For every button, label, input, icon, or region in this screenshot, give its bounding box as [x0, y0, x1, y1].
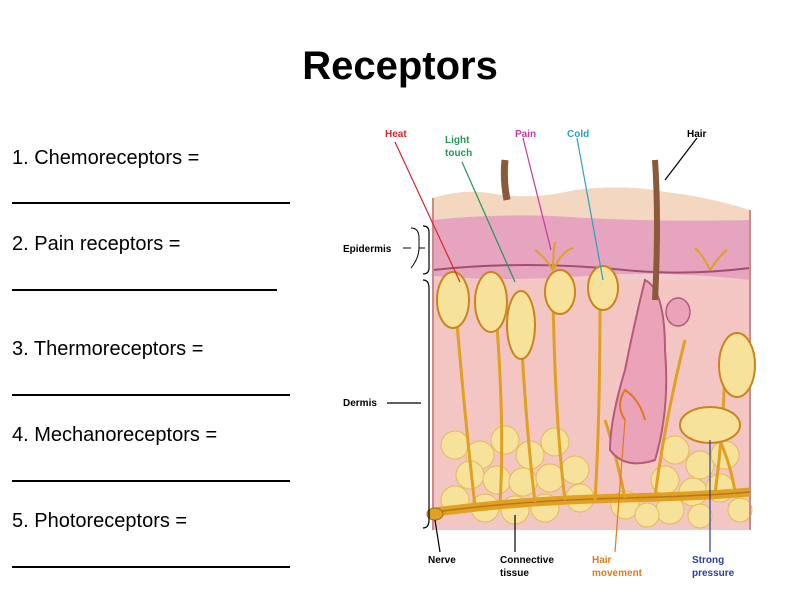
- skin-receptors-diagram: Heat Light touch Pain Cold Hair Epidermi…: [343, 129, 756, 579]
- label-leader-lines: [394, 137, 698, 283]
- epidermis-label: Epidermis: [343, 244, 392, 255]
- answer-blank-chemoreceptors[interactable]: [12, 202, 290, 204]
- light-touch-label-line2: touch: [445, 148, 472, 159]
- list-item-chemoreceptors: 1. Chemoreceptors =: [12, 147, 200, 169]
- dermis-label: Dermis: [343, 398, 377, 409]
- hair-label: Hair: [687, 129, 707, 140]
- connective-tissue-label: Connective: [500, 555, 554, 566]
- answer-blank-thermoreceptors[interactable]: [12, 394, 290, 396]
- dermis-bracket: [387, 279, 430, 529]
- list-item-photoreceptors: 5. Photoreceptors =: [12, 510, 188, 532]
- list-item-pain-receptors: 2. Pain receptors =: [12, 233, 181, 255]
- epidermis-bracket: [403, 227, 425, 269]
- pain-label: Pain: [515, 129, 536, 140]
- heat-label: Heat: [385, 129, 407, 140]
- list-item-mechanoreceptors: 4. Mechanoreceptors =: [12, 424, 218, 446]
- list-item-thermoreceptors: 3. Thermoreceptors =: [12, 338, 204, 360]
- hair-movement-label-line2: movement: [592, 568, 643, 579]
- skin-cross-section: [426, 159, 756, 530]
- strong-pressure-label-line2: pressure: [692, 568, 735, 579]
- page-title: Receptors: [302, 44, 498, 88]
- answer-blank-photoreceptors[interactable]: [12, 566, 290, 568]
- nerve-label: Nerve: [428, 555, 456, 566]
- answer-blank-mechanoreceptors[interactable]: [12, 480, 290, 482]
- connective-tissue-label-line2: tissue: [500, 568, 529, 579]
- strong-pressure-label: Strong: [692, 555, 724, 566]
- hair-movement-label: Hair: [592, 555, 612, 566]
- light-touch-label: Light: [445, 135, 470, 146]
- cold-label: Cold: [567, 129, 589, 140]
- answer-blank-pain-receptors[interactable]: [12, 289, 277, 291]
